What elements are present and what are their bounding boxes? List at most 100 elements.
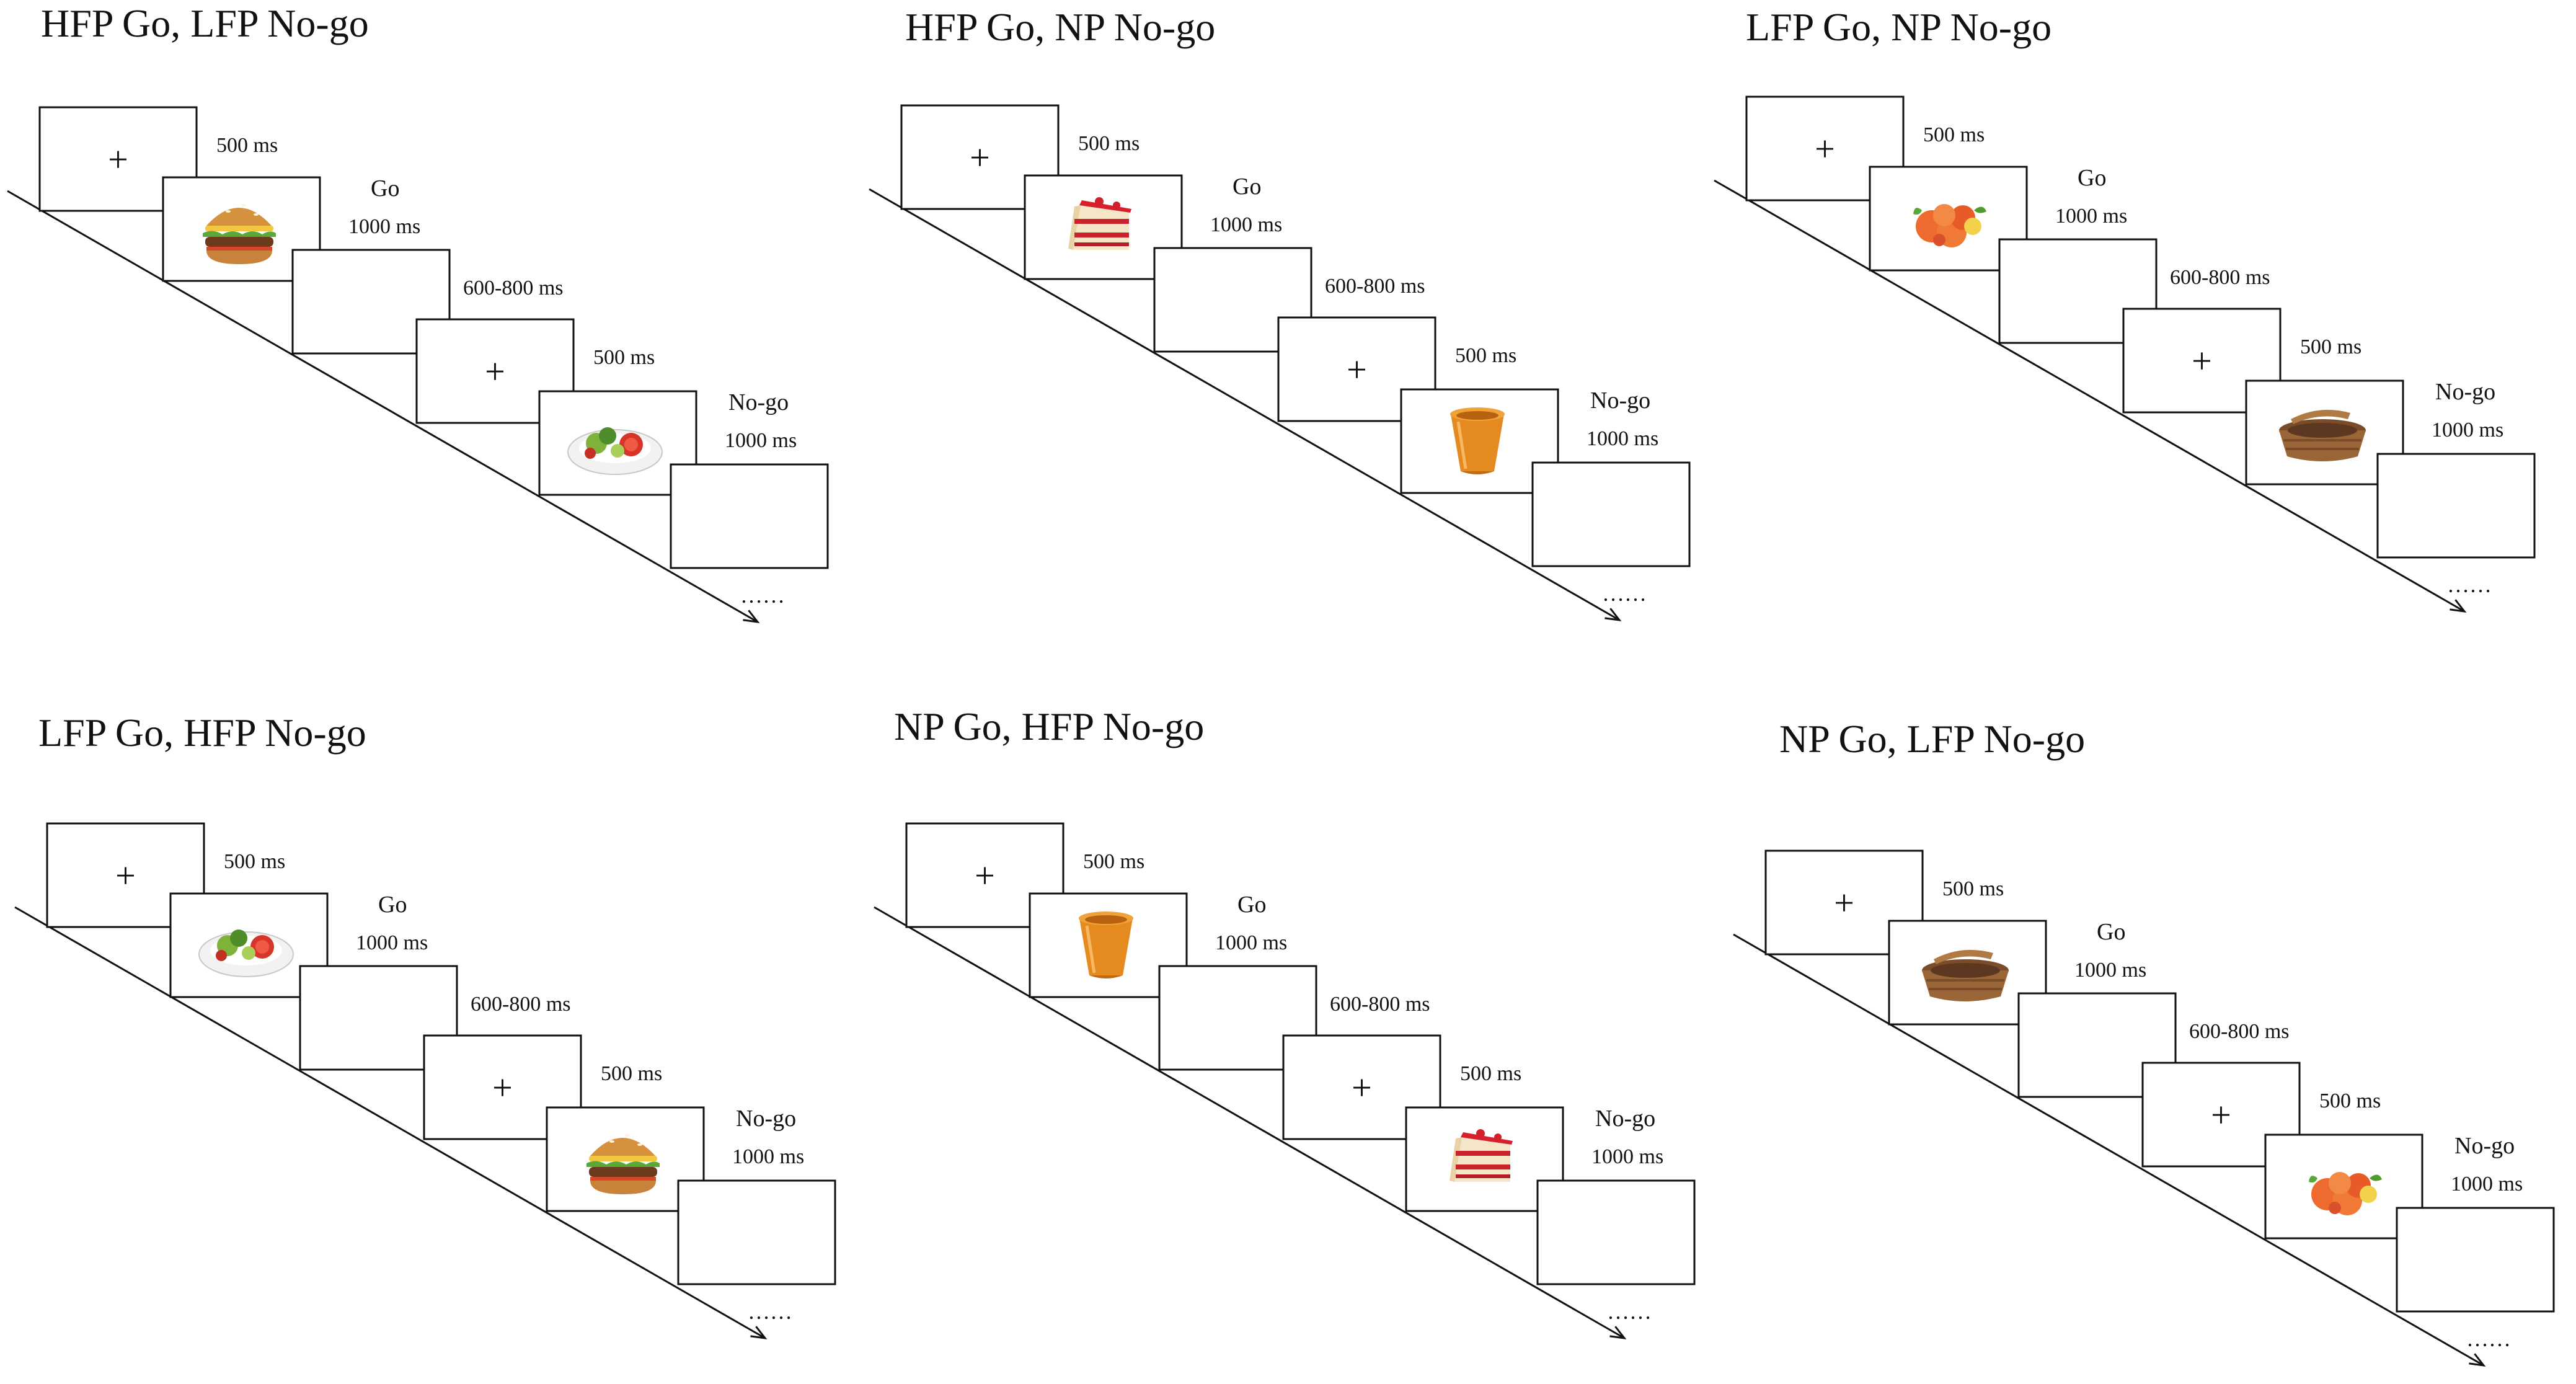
duration-label: 500 ms [1923,123,1985,146]
trial-frame-blank [670,463,829,569]
trial-frame-fixation: +500 ms [1277,316,1516,422]
time-axis-line [14,906,766,1339]
trial-frame-image: Go 1000 ms [1869,165,2127,272]
time-axis-line [869,188,1620,621]
panel-4-title: LFP Go, HFP No-go [38,711,366,755]
fixation-cross: + [975,856,995,896]
time-axis-line [1733,933,2484,1367]
fixation-cross: + [1834,883,1854,923]
panel-6-title: NP Go, LFP No-go [1779,717,2086,761]
duration-label: 1000 ms [348,215,420,238]
cake-image [1068,197,1131,250]
duration-label: 500 ms [2300,335,2361,358]
trial-frame-blank: 600-800 ms [299,965,571,1071]
trial-frame-blank [677,1179,836,1285]
trial-frame-blank [1531,461,1691,567]
vegetables-image [2309,1172,2382,1215]
duration-label: 500 ms [593,346,655,369]
trial-frame-image: Go 1000 ms [169,892,428,998]
time-axis-line [7,190,758,623]
duration-label: 1000 ms [356,931,428,954]
fixation-cross: + [1347,350,1367,390]
trial-frame-blank [1536,1179,1696,1285]
duration-label: 500 ms [224,850,285,873]
response-label: Go [378,892,407,918]
duration-label: 600-800 ms [2170,266,2270,289]
time-axis-arrowhead [750,1326,768,1339]
trial-frame-fixation: +500 ms [1282,1034,1521,1140]
basket-image [2279,409,2366,461]
response-label: No-go [728,389,789,415]
panel-1-title: HFP Go, LFP No-go [41,1,369,45]
panel-5-title: NP Go, HFP No-go [894,704,1205,748]
pot-image [1079,912,1133,978]
duration-label: 500 ms [2319,1089,2381,1112]
duration-label: 500 ms [216,134,278,157]
fixation-cross: + [2211,1095,2231,1135]
duration-label: 500 ms [1455,344,1516,367]
response-label: No-go [2454,1133,2515,1159]
trial-frame-blank [2396,1207,2555,1313]
continuation-dots: …… [748,1299,792,1324]
time-axis-line [874,906,1625,1339]
time-axis-arrowhead [2450,599,2467,613]
pot-image [1450,407,1505,474]
time-axis-arrowhead [2469,1353,2486,1367]
continuation-dots: …… [1602,581,1647,606]
duration-label: 1000 ms [1215,931,1287,954]
basket-image [1922,949,2009,1001]
cake-image [1450,1129,1513,1182]
continuation-dots: …… [2466,1326,2511,1351]
frame-box [670,463,829,569]
salad-image [567,427,663,475]
trial-frame-blank [2376,453,2536,559]
fixation-cross: + [108,140,128,180]
response-label: Go [371,175,399,202]
vegetables-image [1913,204,1986,247]
time-axis-arrowhead [743,610,760,623]
duration-label: 500 ms [1083,850,1144,873]
duration-label: 1000 ms [2451,1173,2523,1195]
fixation-cross: + [2192,341,2212,381]
panel-3-title: LFP Go, NP No-go [1746,5,2052,49]
duration-label: 600-800 ms [463,277,564,299]
duration-label: 500 ms [601,1062,662,1085]
response-label: No-go [736,1106,796,1132]
duration-label: 1000 ms [725,429,797,452]
frame-box [2376,453,2536,559]
time-axis-line [1714,179,2465,613]
panel-1-sequence: +500 ms Go 1000 ms 600-800 ms +500 ms No-go 10… [7,106,829,623]
fixation-cross: + [1352,1068,1372,1108]
duration-label: 1000 ms [2055,205,2127,228]
duration-label: 1000 ms [732,1145,804,1168]
frame-box [677,1179,836,1285]
time-axis-arrowhead [1609,1326,1627,1339]
salad-image [198,929,294,977]
trial-frame-image: No-go 1000 ms [2264,1133,2523,1240]
trial-frame-image: No-go 1000 ms [546,1106,804,1212]
duration-label: 500 ms [1942,877,2004,900]
trial-frame-blank: 600-800 ms [1158,965,1430,1071]
fixation-cross: + [485,352,505,392]
duration-label: 1000 ms [2432,419,2503,441]
duration-label: 1000 ms [1210,213,1282,236]
burger-image [203,204,276,264]
response-label: Go [2097,919,2125,945]
response-label: Go [2078,165,2106,191]
panel-2-title: HFP Go, NP No-go [905,5,1216,49]
duration-label: 600-800 ms [2189,1020,2290,1043]
fixation-cross: + [115,856,136,896]
duration-label: 1000 ms [2074,959,2146,982]
burger-image [586,1134,660,1194]
duration-label: 600-800 ms [471,993,571,1016]
fixation-cross: + [970,138,990,178]
response-label: Go [1233,174,1261,200]
response-label: Go [1237,892,1266,918]
duration-label: 500 ms [1078,132,1140,155]
